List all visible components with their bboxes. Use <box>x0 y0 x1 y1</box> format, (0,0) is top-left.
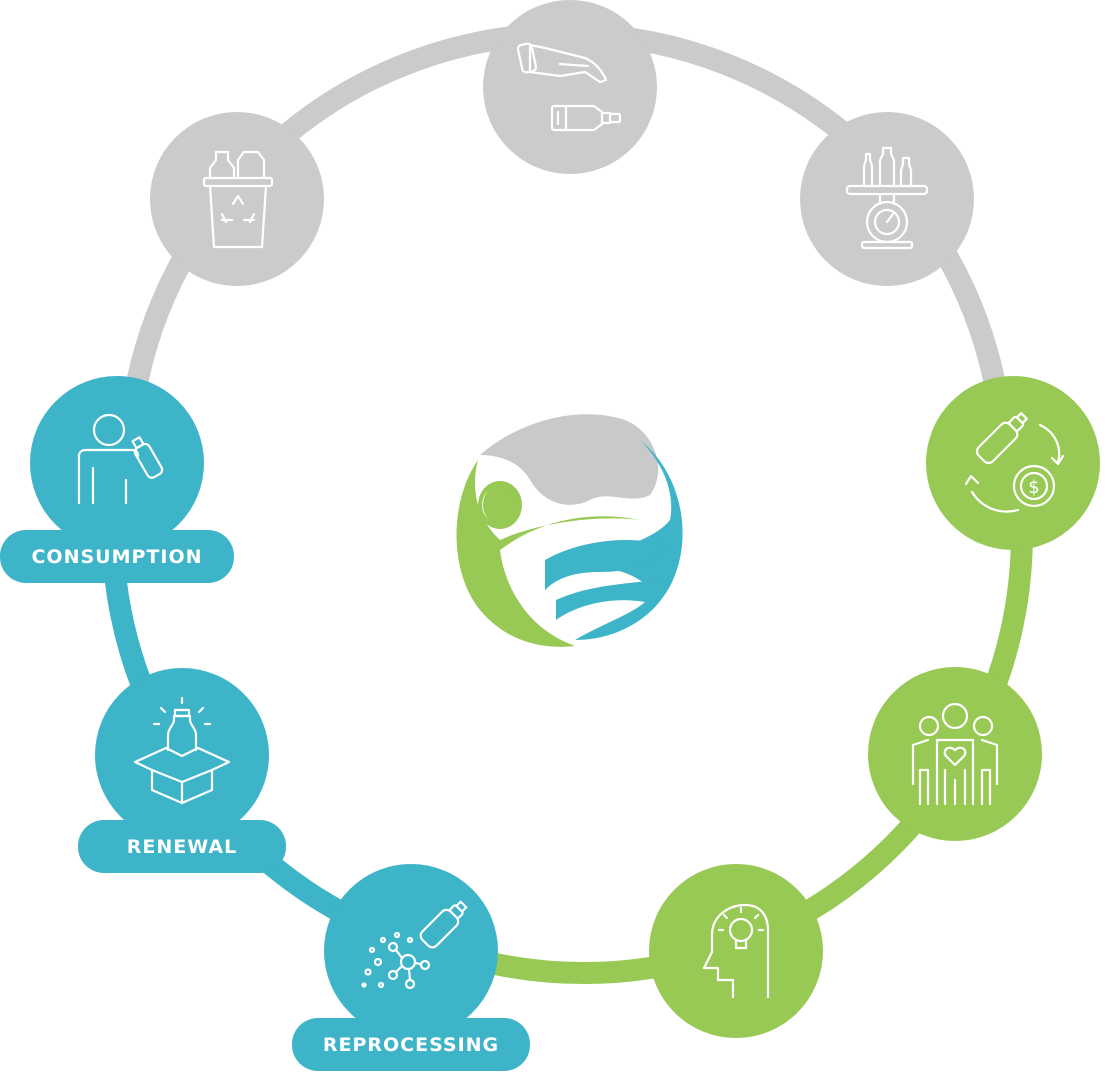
hand-bottle-icon <box>516 42 622 132</box>
stage-renewal: RENEWAL <box>78 668 286 873</box>
stage-community <box>868 667 1042 841</box>
stage-circle-community <box>868 667 1042 841</box>
pill-consumption: CONSUMPTION <box>0 530 234 583</box>
bottle-money-cycle-icon: $ <box>964 412 1065 513</box>
logo-teal-wave-2 <box>556 575 675 640</box>
label-renewal: RENEWAL <box>127 836 237 858</box>
box-bottle-icon <box>133 696 231 805</box>
stage-circle-sorting <box>800 112 974 286</box>
stage-reprocessing: REPROCESSING <box>292 864 530 1071</box>
head-lightbulb-icon <box>702 903 770 999</box>
recycle-bin-icon <box>202 150 274 249</box>
stage-circle-innovation <box>649 864 823 1038</box>
globe-logo-icon <box>453 414 685 647</box>
scale-bottles-icon <box>845 146 929 250</box>
stage-sorting <box>800 112 974 286</box>
stage-circle-consumption <box>30 376 204 550</box>
stage-refund: $ <box>926 376 1100 550</box>
stage-collection <box>483 0 657 174</box>
stage-circle-reprocessing <box>324 864 498 1038</box>
stage-innovation <box>649 864 823 1038</box>
stage-circle-collection <box>483 0 657 174</box>
bottle-molecules-icon <box>361 900 468 990</box>
stage-consumption: CONSUMPTION <box>0 376 234 583</box>
label-consumption: CONSUMPTION <box>31 546 202 568</box>
pill-reprocessing: REPROCESSING <box>292 1018 530 1071</box>
people-heart-icon <box>911 702 999 806</box>
logo-gray-swirl <box>480 414 659 505</box>
stage-recycling <box>150 112 324 286</box>
stage-circle-refund <box>926 376 1100 550</box>
logo-green-shape <box>456 460 640 647</box>
pill-renewal: RENEWAL <box>78 820 286 873</box>
svg-text:$: $ <box>1028 477 1039 498</box>
person-bottle-icon <box>77 413 164 505</box>
label-reprocessing: REPROCESSING <box>323 1034 499 1056</box>
